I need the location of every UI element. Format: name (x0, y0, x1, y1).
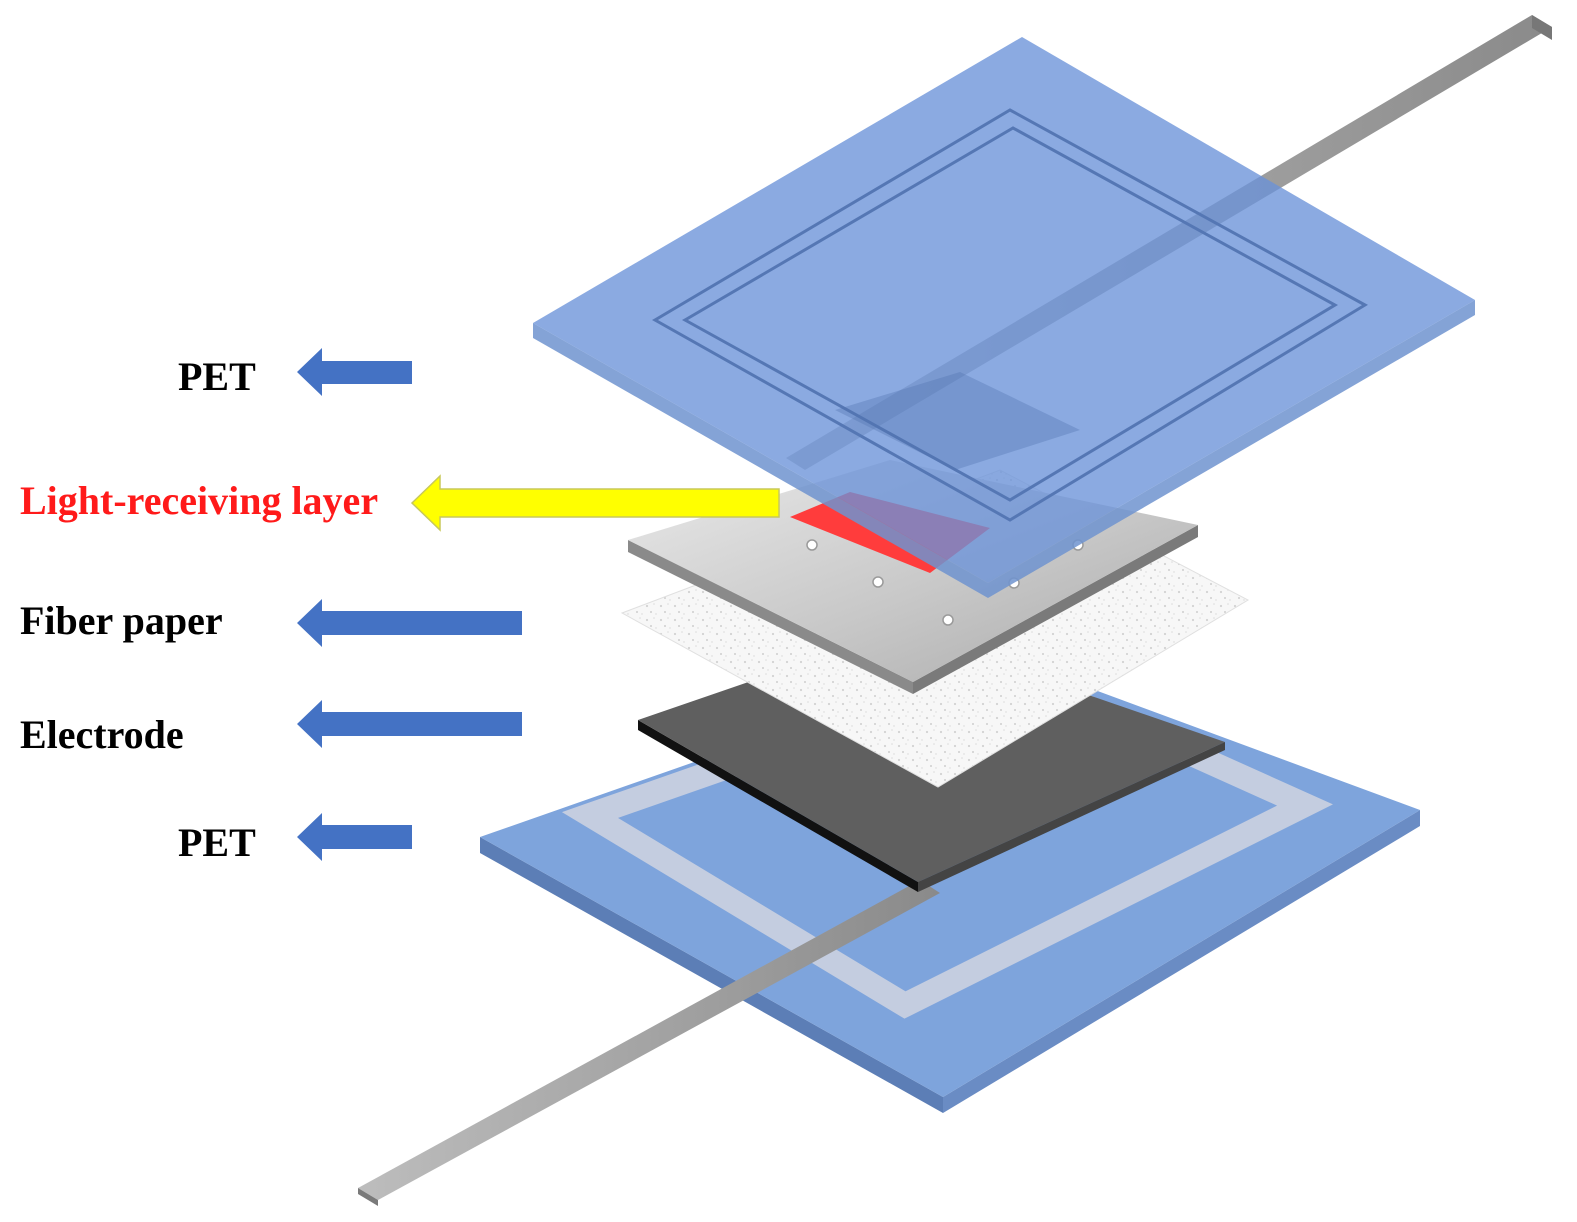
bottom-lead (358, 880, 940, 1206)
label-pet-bottom: PET (178, 820, 256, 865)
label-pet-top: PET (178, 354, 256, 399)
label-electrode: Electrode (20, 712, 184, 757)
top-pet-sheet (533, 37, 1475, 598)
label-light-receiving-layer: Light-receiving layer (20, 478, 378, 523)
arrow-fiber-paper (297, 599, 522, 647)
arrow-electrode (297, 700, 522, 748)
arrow-pet-bottom (297, 813, 412, 861)
arrow-light-layer (410, 474, 780, 532)
label-fiber-paper: Fiber paper (20, 598, 223, 643)
arrow-pet-top (297, 348, 412, 396)
